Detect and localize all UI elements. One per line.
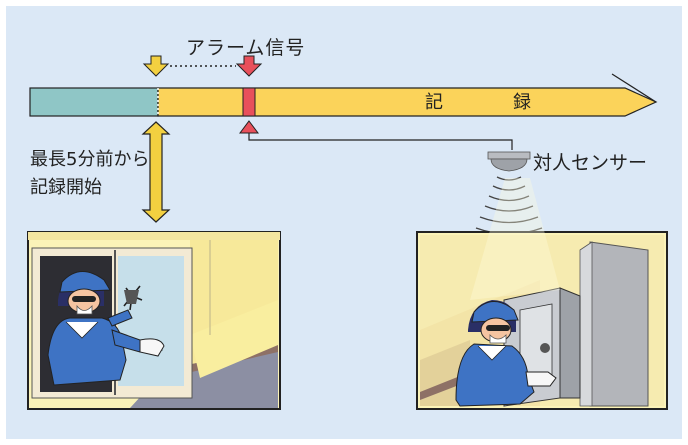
timeline-bar	[29, 73, 658, 117]
timeline-tail-line	[611, 73, 657, 103]
alarm-signal-label: アラーム信号	[186, 37, 306, 59]
sensor-label: 対人センサー	[533, 152, 648, 174]
pre-record-double-arrow-icon	[141, 121, 171, 223]
pre-record-segment	[29, 87, 159, 117]
pre-record-label: 最長5分前から 記録開始	[30, 146, 149, 202]
recording-segment	[157, 87, 658, 117]
scene-intruder-safe	[416, 178, 668, 410]
pre-record-label-line1: 最長5分前から	[30, 149, 150, 170]
scene-intruder-window	[27, 231, 281, 410]
alarm-arrow-icon	[235, 55, 263, 77]
pre-record-label-line2: 記録開始	[30, 177, 102, 198]
alarm-marker	[242, 87, 256, 117]
sensor-feedback-arrow	[239, 120, 513, 150]
recording-label: 記 録	[425, 92, 557, 113]
pre-start-arrow-icon	[142, 55, 170, 77]
motion-sensor-icon	[487, 151, 531, 172]
